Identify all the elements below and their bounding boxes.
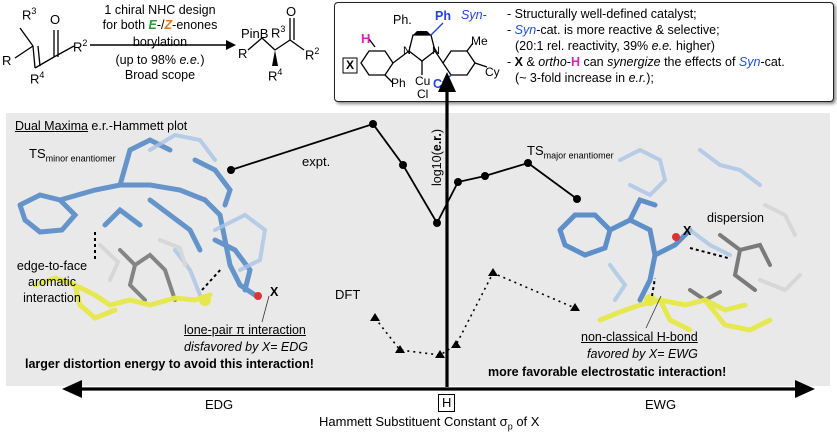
- catalyst-box: Ph. Ph Syn- H X N N Me Cu Cl Ph Cy Cy - …: [334, 2, 834, 102]
- expt-point: [481, 172, 489, 180]
- cat-h-label: H: [361, 31, 371, 46]
- cat-cl: Cl: [417, 87, 429, 101]
- left-conclusion: larger distortion energy to avoid this i…: [25, 357, 314, 371]
- expt-points: [227, 120, 581, 227]
- edge-to-face-line2: aromatic: [28, 275, 76, 289]
- cat-ph-left: Ph.: [393, 13, 412, 27]
- dft-point: [395, 345, 405, 353]
- reaction-scheme: R3 O R2 R R4 1 chiral NHC design for bot…: [0, 0, 332, 105]
- hbond-pointer: [645, 295, 662, 329]
- y-axis-label: log10(e.r.): [430, 129, 444, 186]
- dispersion-label: dispersion: [707, 211, 764, 225]
- dispersion-dash: [689, 247, 729, 259]
- dft-points: [370, 268, 580, 358]
- cat-cy-right: Cy: [485, 65, 500, 79]
- conditions-line1: 1 chiral NHC design: [104, 3, 216, 17]
- ewg-label: EWG: [645, 397, 677, 412]
- enone-o: O: [50, 12, 61, 27]
- right-conclusion: more favorable electrostatic interaction…: [488, 365, 727, 379]
- product-r2: R2: [305, 46, 320, 63]
- x-axis-right-arrowhead: [795, 380, 815, 398]
- dft-point: [435, 350, 445, 358]
- enone-r4: R4: [30, 70, 45, 87]
- lonepair-pointer: [261, 295, 270, 323]
- expt-point: [433, 219, 441, 227]
- reaction-scheme-bonds: [14, 18, 305, 69]
- nonclassical-label: non-classical H-bond: [581, 330, 698, 344]
- expt-label: expt.: [302, 154, 331, 169]
- product-pinb: PinB: [241, 26, 269, 41]
- conditions-line4: (up to 98% e.e.): [115, 53, 205, 67]
- x-left-molecule: X: [270, 285, 279, 299]
- plot-title: Dual Maxima e.r.-Hammett plot: [15, 119, 188, 133]
- product-o: O: [286, 4, 297, 19]
- cat-syn-label: Syn-: [461, 8, 487, 22]
- dft-point: [370, 313, 380, 321]
- catalyst-structure: [342, 22, 488, 84]
- ts-minor-model: [17, 132, 268, 321]
- ts-major-label: TSmajor enantiomer: [527, 143, 614, 161]
- product-r4: R4: [268, 67, 283, 84]
- expt-point: [573, 195, 581, 203]
- note-4: - X & ortho-H can synergize the effects …: [507, 55, 785, 69]
- conditions-line3: borylation: [132, 35, 188, 49]
- edg-label: EDG: [205, 397, 234, 412]
- hbond-dash: [651, 277, 656, 297]
- enone-r: R: [2, 53, 12, 68]
- conditions-line2: for both E-/Z-enones: [102, 18, 218, 32]
- note-3: (20:1 rel. reactivity, 39% e.e. higher): [515, 39, 715, 53]
- expt-curve: [230, 122, 578, 225]
- reaction-conditions: 1 chiral NHC design for both E-/Z-enones…: [92, 3, 228, 83]
- cat-ph-bottom: Ph: [391, 76, 406, 90]
- note-2: - Syn-cat. is more reactive & selective;: [507, 23, 720, 37]
- x-axis-left-arrowhead: [62, 380, 82, 398]
- note-1: - Structurally well-defined catalyst;: [507, 7, 697, 21]
- expt-point: [227, 166, 235, 174]
- x-right-molecule: X: [683, 224, 692, 238]
- lonepair-sub: disfavored by X= EDG: [184, 340, 309, 354]
- y-axis-arrowhead: [438, 72, 456, 92]
- ts-major-model: [557, 147, 802, 333]
- catalyst-notes: - Structurally well-defined catalyst; - …: [507, 6, 785, 86]
- enone-r3: R3: [22, 6, 37, 23]
- product-r: R: [238, 46, 248, 61]
- expt-point: [399, 161, 407, 169]
- cat-n-right: N: [432, 45, 440, 57]
- cat-cu: Cu: [415, 74, 431, 88]
- nonclassical-sub: favored by X= EWG: [587, 347, 698, 361]
- edge-to-face-line1: edge-to-face: [16, 259, 88, 273]
- edge-to-face-label: edge-to-face aromatic interaction: [12, 258, 92, 306]
- x-axis-label: Hammett Substituent Constant σp of X: [319, 414, 540, 432]
- expt-point: [524, 159, 532, 167]
- expt-point: [369, 120, 377, 128]
- dft-label: DFT: [335, 287, 361, 302]
- cat-n-left: N: [403, 45, 411, 57]
- conditions-line5: Broad scope: [124, 68, 196, 82]
- note-5: (~ 3-fold increase in e.r.);: [515, 71, 654, 85]
- edge-to-face-line3: interaction: [23, 291, 81, 305]
- cat-ph-blue: Ph: [435, 9, 451, 23]
- product-r3: R3: [271, 24, 286, 41]
- cat-me: Me: [471, 34, 488, 48]
- enone-r2: R2: [73, 38, 88, 55]
- lonepair-dash: [201, 267, 223, 291]
- ts-minor-label: TSminor enantiomer: [29, 146, 116, 164]
- expt-point: [454, 178, 462, 186]
- cat-x-label: X: [346, 58, 355, 72]
- dft-point: [451, 340, 461, 348]
- h-origin-box: H: [438, 394, 456, 412]
- lonepair-label: lone-pair π interaction: [184, 323, 306, 337]
- dft-point: [488, 268, 498, 276]
- dft-point: [570, 303, 580, 311]
- dft-curve: [374, 271, 576, 356]
